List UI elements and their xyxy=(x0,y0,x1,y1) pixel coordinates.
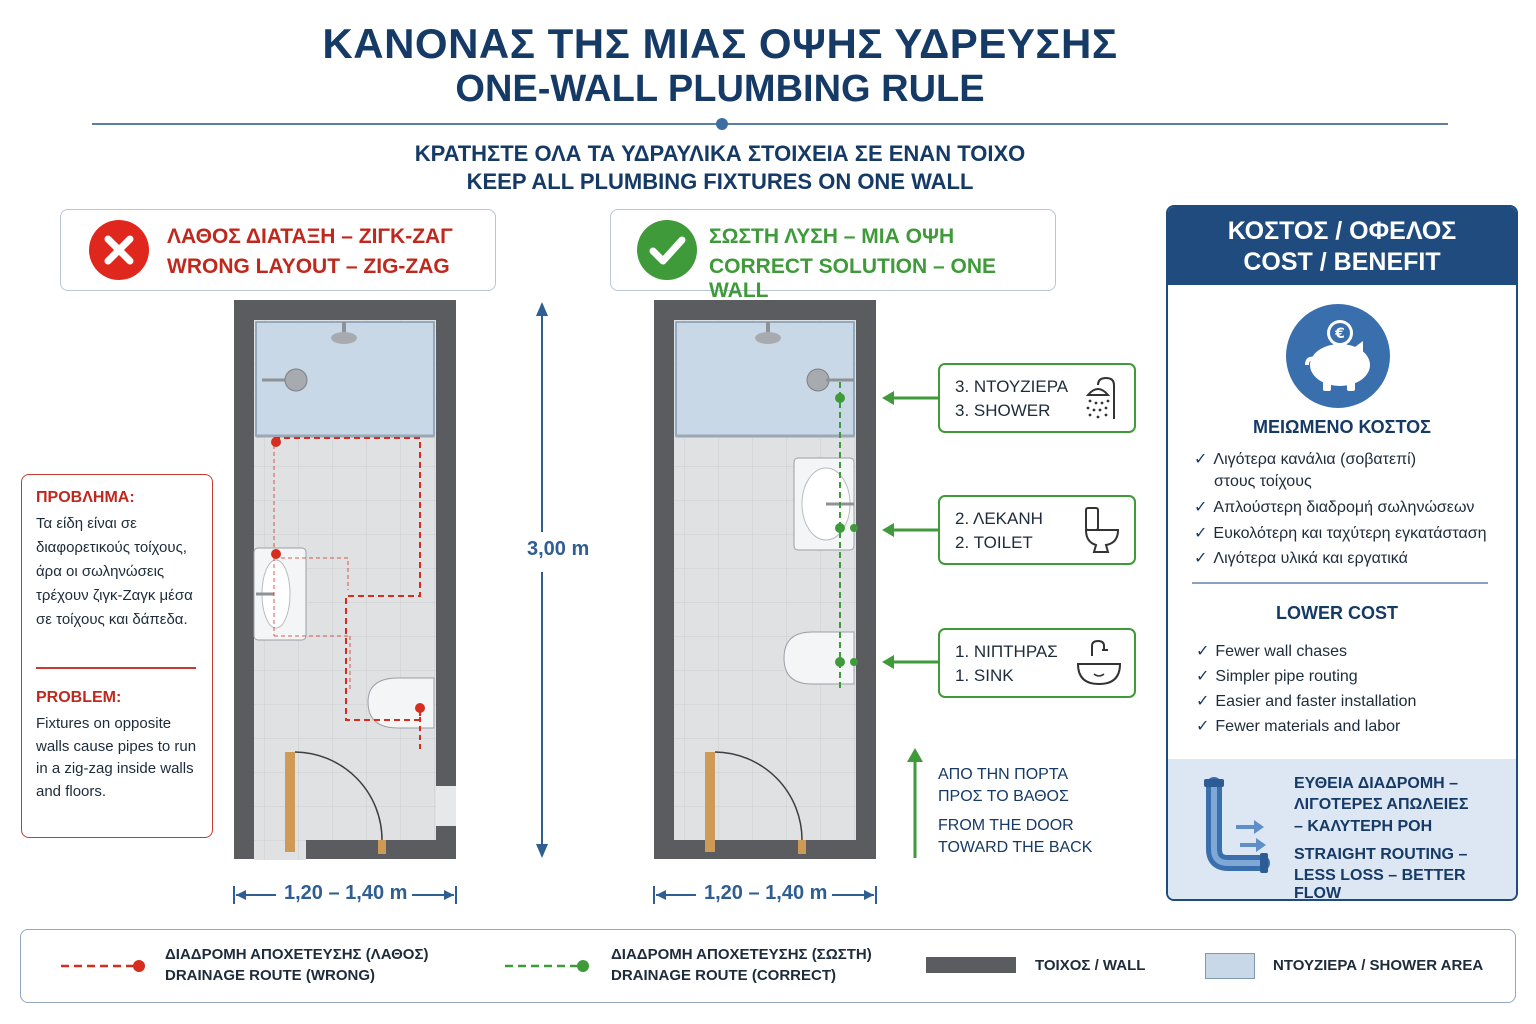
sink-icon xyxy=(1076,639,1122,686)
shower-head-icon xyxy=(755,322,781,344)
callout-sink: 1. ΝΙΠΤΗΡΑΣ 1. SINK xyxy=(938,628,1136,698)
wrong-layout-header: ΛΑΘΟΣ ΔΙΑΤΑΞΗ – ΖΙΓΚ-ΖΑΓ WRONG LAYOUT – … xyxy=(60,209,496,291)
svg-text:€: € xyxy=(1334,326,1345,342)
footer-english-1: STRAIGHT ROUTING – xyxy=(1294,846,1468,863)
lower-cost-heading: LOWER COST xyxy=(1276,603,1398,623)
legend-wrong-english: DRAINAGE ROUTE (WRONG) xyxy=(165,967,375,984)
reduced-cost-heading: ΜΕΙΩΜΕΝΟ ΚΟΣΤΟΣ xyxy=(1253,417,1431,437)
benefit-gr-2: ✓Απλούστερη διαδρομή σωληνώσεων xyxy=(1194,499,1475,516)
toilet-fixture xyxy=(783,631,855,685)
legend-wall-label: ΤΟΙΧΟΣ / WALL xyxy=(1035,957,1146,974)
cost-benefit-header: ΚΟΣΤΟΣ / ΟΦΕΛΟΣ COST / BENEFIT xyxy=(1168,207,1516,285)
toilet-icon xyxy=(1084,507,1120,553)
footer-greek-2: ΛΙΓΟΤΕΡΕΣ ΑΠΩΛΕΙΕΣ xyxy=(1294,796,1469,813)
callout-shower: 3. ΝΤΟΥΖΙΕΡΑ 3. SHOWER xyxy=(938,363,1136,433)
problem-text-english: Fixtures on opposite walls cause pipes t… xyxy=(36,715,197,800)
shower-mixer-icon xyxy=(806,368,854,392)
length-dimension-line xyxy=(536,302,548,858)
sink-fixture xyxy=(253,547,307,641)
correct-floor-plan xyxy=(654,300,876,859)
direction-english-1: FROM THE DOOR xyxy=(938,817,1074,834)
cost-divider xyxy=(1192,582,1488,584)
wrong-label-english: WRONG LAYOUT – ZIG-ZAG xyxy=(167,255,450,278)
callout-toilet-greek: 2. ΛΕΚΑΝΗ xyxy=(955,509,1043,528)
footer-english-2: LESS LOSS – BETTER FLOW xyxy=(1294,867,1466,901)
correct-label-greek: ΣΩΣΤΗ ΛΥΣΗ – ΜΙΑ ΟΨΗ xyxy=(709,225,955,248)
legend-wall-swatch xyxy=(926,957,1016,973)
subtitle-greek: ΚΡΑΤΗΣΤΕ ΟΛΑ ΤΑ ΥΔΡΑΥΛΙΚΑ ΣΤΟΙΧΕΙΑ ΣΕ ΕΝ… xyxy=(414,141,1026,166)
legend-correct-english: DRAINAGE ROUTE (CORRECT) xyxy=(611,967,836,984)
cost-footer: ΕΥΘΕΙΑ ΔΙΑΔΡΟΜΗ – ΛΙΓΟΤΕΡΕΣ ΑΠΩΛΕΙΕΣ – Κ… xyxy=(1168,759,1516,899)
benefit-gr-1: ✓Λιγότερα κανάλια (σοβατεπί) xyxy=(1194,451,1417,468)
benefit-gr-1-cont: στους τοίχους xyxy=(1214,473,1312,490)
piggy-bank-euro-icon: € xyxy=(1286,304,1390,408)
direction-greek-2: ΠΡΟΣ ΤΟ ΒΑΘΟΣ xyxy=(938,788,1069,805)
page-title-greek: ΚΑΝΟΝΑΣ ΤΗΣ ΜΙΑΣ ΟΨΗΣ ΥΔΡΕΥΣΗΣ xyxy=(322,20,1118,67)
benefit-en-2: ✓Simpler pipe routing xyxy=(1196,668,1358,685)
legend-wrong-greek: ΔΙΑΔΡΟΜΗ ΑΠΟΧΕΤΕΥΣΗΣ (ΛΑΘΟΣ) xyxy=(165,946,429,963)
door-panel xyxy=(285,752,295,852)
door-swing xyxy=(294,751,383,841)
cost-header-english: COST / BENEFIT xyxy=(1243,248,1441,276)
footer-greek-3: – ΚΑΛΥΤΕΡΗ ΡΟΗ xyxy=(1294,818,1433,835)
direction-arrow xyxy=(907,748,923,858)
error-x-icon xyxy=(89,220,149,280)
toilet-fixture xyxy=(367,677,435,729)
callout-shower-english: 3. SHOWER xyxy=(955,401,1051,420)
shower-head-icon xyxy=(331,322,357,344)
correct-label-english: CORRECT SOLUTION – ONE WALL xyxy=(709,255,997,302)
direction-greek-1: ΑΠΟ ΤΗΝ ΠΟΡΤΑ xyxy=(938,766,1069,783)
callout-toilet: 2. ΛΕΚΑΝΗ 2. TOILET xyxy=(938,495,1136,565)
problem-heading-greek: ΠΡΟΒΛΗΜΑ: xyxy=(36,489,135,506)
benefit-en-4: ✓Fewer materials and labor xyxy=(1196,718,1401,735)
callout-arrows xyxy=(882,391,938,669)
wrong-floor-plan xyxy=(234,300,456,860)
correct-width-dimension-line xyxy=(653,886,877,904)
callout-sink-greek: 1. ΝΙΠΤΗΡΑΣ xyxy=(955,642,1058,661)
title-divider-dot xyxy=(716,118,728,130)
direction-english-2: TOWARD THE BACK xyxy=(938,839,1093,856)
legend-correct-swatch xyxy=(505,960,589,972)
legend-correct-greek: ΔΙΑΔΡΟΜΗ ΑΠΟΧΕΤΕΥΣΗΣ (ΣΩΣΤΗ) xyxy=(611,946,872,963)
sink-fixture xyxy=(793,457,855,551)
shower-mixer-icon xyxy=(262,368,308,392)
benefit-en-1: ✓Fewer wall chases xyxy=(1196,643,1348,660)
wrong-width-dimension-line xyxy=(233,886,457,904)
shower-icon xyxy=(1085,376,1115,419)
correct-solution-header: ΣΩΣΤΗ ΛΥΣΗ – ΜΙΑ ΟΨΗ CORRECT SOLUTION – … xyxy=(610,209,1056,302)
problem-heading-english: PROBLEM: xyxy=(36,689,122,706)
callout-shower-greek: 3. ΝΤΟΥΖΙΕΡΑ xyxy=(955,377,1069,396)
legend-wrong-swatch xyxy=(61,960,145,972)
legend: ΔΙΑΔΡΟΜΗ ΑΠΟΧΕΤΕΥΣΗΣ (ΛΑΘΟΣ) DRAINAGE RO… xyxy=(20,929,1516,1003)
problem-divider xyxy=(36,667,196,669)
cost-header-greek: ΚΟΣΤΟΣ / ΟΦΕΛΟΣ xyxy=(1227,217,1457,245)
title-divider xyxy=(92,123,1448,125)
footer-greek-1: ΕΥΘΕΙΑ ΔΙΑΔΡΟΜΗ – xyxy=(1294,775,1459,792)
subtitle-english: KEEP ALL PLUMBING FIXTURES ON ONE WALL xyxy=(466,169,974,194)
door-swing xyxy=(714,751,803,841)
pipe-flow-icon xyxy=(1204,777,1270,873)
problem-text-greek: Τα είδη είναι σε διαφορετικούς τοίχους, … xyxy=(36,515,193,628)
cost-benefit-panel: ΚΟΣΤΟΣ / ΟΦΕΛΟΣ COST / BENEFIT € ΜΕΙΩΜΕΝ… xyxy=(1166,205,1518,901)
legend-shower-swatch xyxy=(1205,953,1255,979)
wrong-label-greek: ΛΑΘΟΣ ΔΙΑΤΑΞΗ – ΖΙΓΚ-ΖΑΓ xyxy=(167,225,453,248)
page-title-english: ONE-WALL PLUMBING RULE xyxy=(455,68,985,110)
legend-shower-label: ΝΤΟΥΖΙΕΡΑ / SHOWER AREA xyxy=(1273,957,1484,974)
checkmark-icon xyxy=(637,220,697,280)
benefit-gr-4: ✓Λιγότερα υλικά και εργατικά xyxy=(1194,550,1408,567)
correct-width-dimension: 1,20 – 1,40 m xyxy=(704,882,828,904)
problem-box: ΠΡΟΒΛΗΜΑ: Τα είδη είναι σε διαφορετικούς… xyxy=(21,474,213,838)
benefit-gr-3: ✓Ευκολότερη και ταχύτερη εγκατάσταση xyxy=(1194,525,1487,542)
wrong-width-dimension: 1,20 – 1,40 m xyxy=(284,882,408,904)
callout-sink-english: 1. SINK xyxy=(955,666,1014,685)
callout-toilet-english: 2. TOILET xyxy=(955,533,1033,552)
door-panel xyxy=(705,752,715,852)
length-dimension: 3,00 m xyxy=(527,538,590,560)
benefit-en-3: ✓Easier and faster installation xyxy=(1196,693,1417,710)
